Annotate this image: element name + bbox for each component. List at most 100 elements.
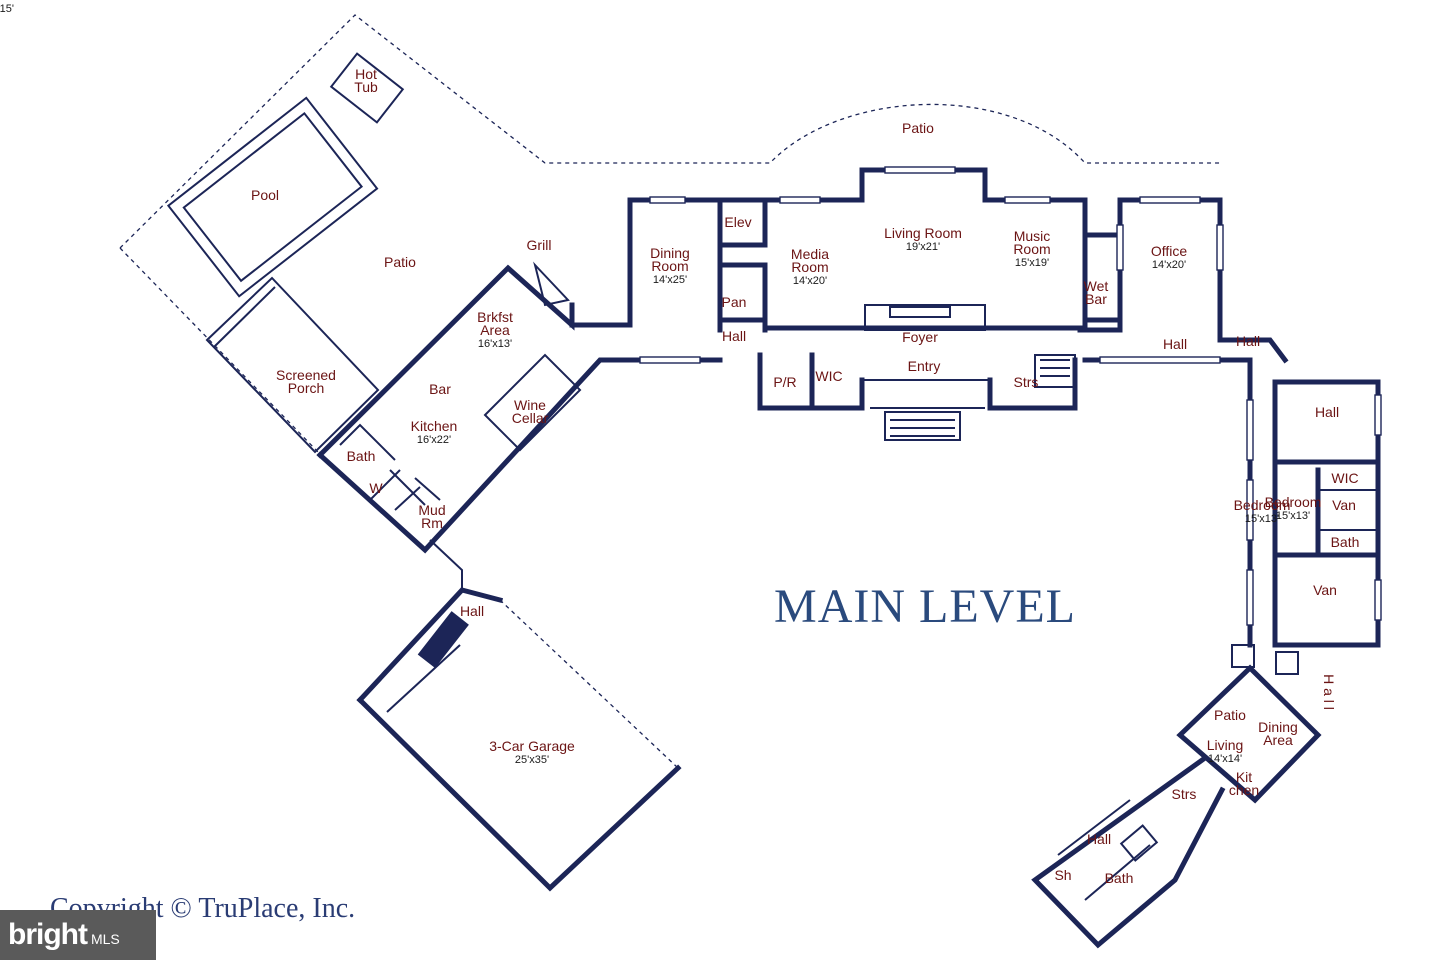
room-label: Pool xyxy=(251,187,279,203)
room-name-line2: Room xyxy=(1013,241,1050,257)
room-name: Living Room xyxy=(884,225,962,241)
room-name: H a l l xyxy=(1321,674,1337,710)
room-label: Elev xyxy=(724,214,751,230)
room-label: Patio xyxy=(1214,707,1246,723)
room-label: WIC xyxy=(815,368,842,384)
room-dimensions: 25'x35' xyxy=(515,754,549,766)
room-name: Music xyxy=(1014,228,1051,244)
room-label: Bath xyxy=(347,448,376,464)
room-label: Bath xyxy=(1105,870,1134,886)
room-dimensions: 15'x13' xyxy=(1245,513,1279,525)
room-dimensions: 14'x20' xyxy=(1152,259,1186,271)
room-name: Wine xyxy=(514,397,546,413)
room-name: Dining xyxy=(1258,719,1298,735)
bedroom-wing xyxy=(1231,377,1381,675)
room-name: Brkfst xyxy=(477,309,513,325)
room-label: Bedroom9'x15' xyxy=(0,0,28,15)
guest-suite xyxy=(1031,664,1322,949)
room-label: Foyer xyxy=(902,329,938,345)
room-label: H a l l xyxy=(1321,674,1337,710)
room-label: Hall xyxy=(722,328,746,344)
room-name: Bath xyxy=(1331,534,1360,550)
room-name: Hot xyxy=(355,66,377,82)
main-block xyxy=(627,167,1289,441)
room-name: Hall xyxy=(460,603,484,619)
room-name-line2: Bar xyxy=(1085,291,1107,307)
room-name: Van xyxy=(1332,497,1356,513)
room-label: Strs xyxy=(1014,374,1039,390)
room-name: Living xyxy=(1207,737,1244,753)
room-name: Patio xyxy=(902,120,934,136)
room-name: Strs xyxy=(1172,786,1197,802)
room-name: Patio xyxy=(384,254,416,270)
room-name: Dining xyxy=(650,245,690,261)
room-dimensions: 14'x20' xyxy=(793,275,827,287)
room-name-line2: chen xyxy=(1229,782,1259,798)
room-name: Elev xyxy=(724,214,751,230)
room-label: Entry xyxy=(908,358,941,374)
pool xyxy=(166,96,379,298)
badge-brand: bright xyxy=(8,918,88,951)
room-name: Bath xyxy=(1105,870,1134,886)
room-dimensions: 19'x21' xyxy=(906,241,940,253)
room-label: Sh xyxy=(1054,867,1071,883)
kitchen-wing xyxy=(316,202,633,590)
room-name: Foyer xyxy=(902,329,938,345)
garage xyxy=(356,587,682,892)
windows xyxy=(639,166,1382,626)
room-label: Kitchen xyxy=(1229,769,1259,798)
room-name-line2: Rm xyxy=(421,515,443,531)
room-label: Hall xyxy=(1315,404,1339,420)
room-name: Van xyxy=(1313,582,1337,598)
room-dimensions: 15'x13' xyxy=(1276,510,1310,522)
room-name: 3-Car Garage xyxy=(489,738,575,754)
room-name: Entry xyxy=(908,358,941,374)
room-label: WIC xyxy=(1331,470,1358,486)
room-label: Van xyxy=(1332,497,1356,513)
room-name: Screened xyxy=(276,367,336,383)
room-name: Hall xyxy=(1315,404,1339,420)
room-label: Patio xyxy=(902,120,934,136)
room-name: P/R xyxy=(773,374,796,390)
room-name: Bath xyxy=(347,448,376,464)
room-label: Bath xyxy=(1331,534,1360,550)
screened-porch xyxy=(205,276,380,454)
room-dimensions: 15'x19' xyxy=(1015,257,1049,269)
room-name: Kitchen xyxy=(411,418,458,434)
room-name: Bedroom xyxy=(0,0,28,3)
outdoor-boundaries xyxy=(119,14,1220,769)
room-name: Mud xyxy=(418,502,445,518)
room-name: Bedroom xyxy=(1234,497,1291,513)
room-name: Hall xyxy=(722,328,746,344)
room-label: Hall xyxy=(1236,333,1260,349)
room-dimensions: 16'x13' xyxy=(478,338,512,350)
room-label: W xyxy=(369,480,383,496)
room-name: Patio xyxy=(1214,707,1246,723)
room-name: Strs xyxy=(1014,374,1039,390)
room-name: Sh xyxy=(1054,867,1071,883)
room-name: Hall xyxy=(1163,336,1187,352)
hot-tub xyxy=(329,52,405,124)
room-name: Pan xyxy=(722,294,747,310)
room-name: WIC xyxy=(1331,470,1358,486)
room-label: Patio xyxy=(384,254,416,270)
plan-title: MAIN LEVEL xyxy=(774,580,1076,633)
room-label: Grill xyxy=(527,237,552,253)
badge-suffix: MLS xyxy=(90,931,120,947)
room-name: Hall xyxy=(1236,333,1260,349)
room-label: P/R xyxy=(773,374,796,390)
room-name-line2: Cellar xyxy=(512,410,549,426)
room-name-line2: Tub xyxy=(354,79,378,95)
room-name-line2: Room xyxy=(651,258,688,274)
room-name-line2: Area xyxy=(1263,732,1293,748)
room-name: Bar xyxy=(429,381,451,397)
